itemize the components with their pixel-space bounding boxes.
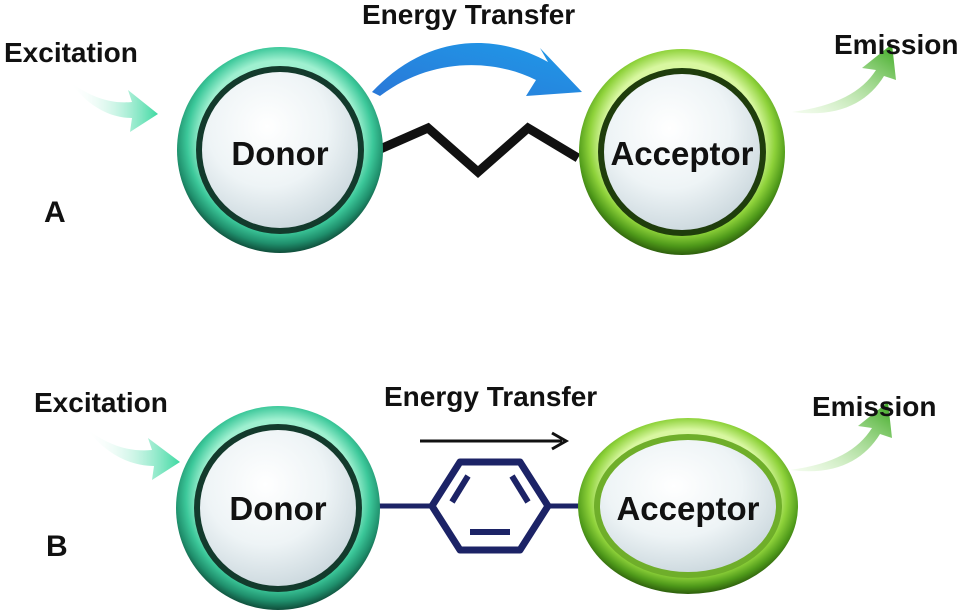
energy-transfer-arrow [372, 42, 582, 96]
panel-letter-b: B [46, 530, 68, 563]
donor-a: Donor [177, 47, 383, 253]
excitation-arrow [70, 82, 158, 132]
acceptor-b: Acceptor [578, 418, 798, 594]
panel-letter-a: A [44, 196, 66, 229]
emission-label: Emission [812, 391, 936, 422]
emission-label: Emission [834, 29, 958, 60]
excitation-label: Excitation [4, 37, 138, 68]
energy-transfer-label: Energy Transfer [384, 381, 597, 412]
zigzag-linker [376, 122, 581, 178]
acceptor-a: Acceptor [579, 49, 785, 255]
donor-label: Donor [229, 490, 326, 527]
acceptor-label: Acceptor [616, 490, 759, 527]
excitation-arrow [86, 428, 180, 480]
acceptor-label: Acceptor [610, 135, 753, 172]
panel-b: Donor Acceptor Excitation Energy Transfe… [34, 381, 936, 610]
emission-arrow [792, 44, 896, 114]
energy-transfer-arrow [420, 431, 570, 451]
panel-a: Donor Acceptor Excitation Energy Transfe… [4, 0, 958, 255]
donor-b: Donor [176, 406, 380, 610]
energy-transfer-label: Energy Transfer [362, 0, 575, 30]
benzene-ring [428, 458, 552, 554]
emission-arrow [790, 402, 892, 472]
excitation-label: Excitation [34, 387, 168, 418]
donor-label: Donor [231, 135, 328, 172]
